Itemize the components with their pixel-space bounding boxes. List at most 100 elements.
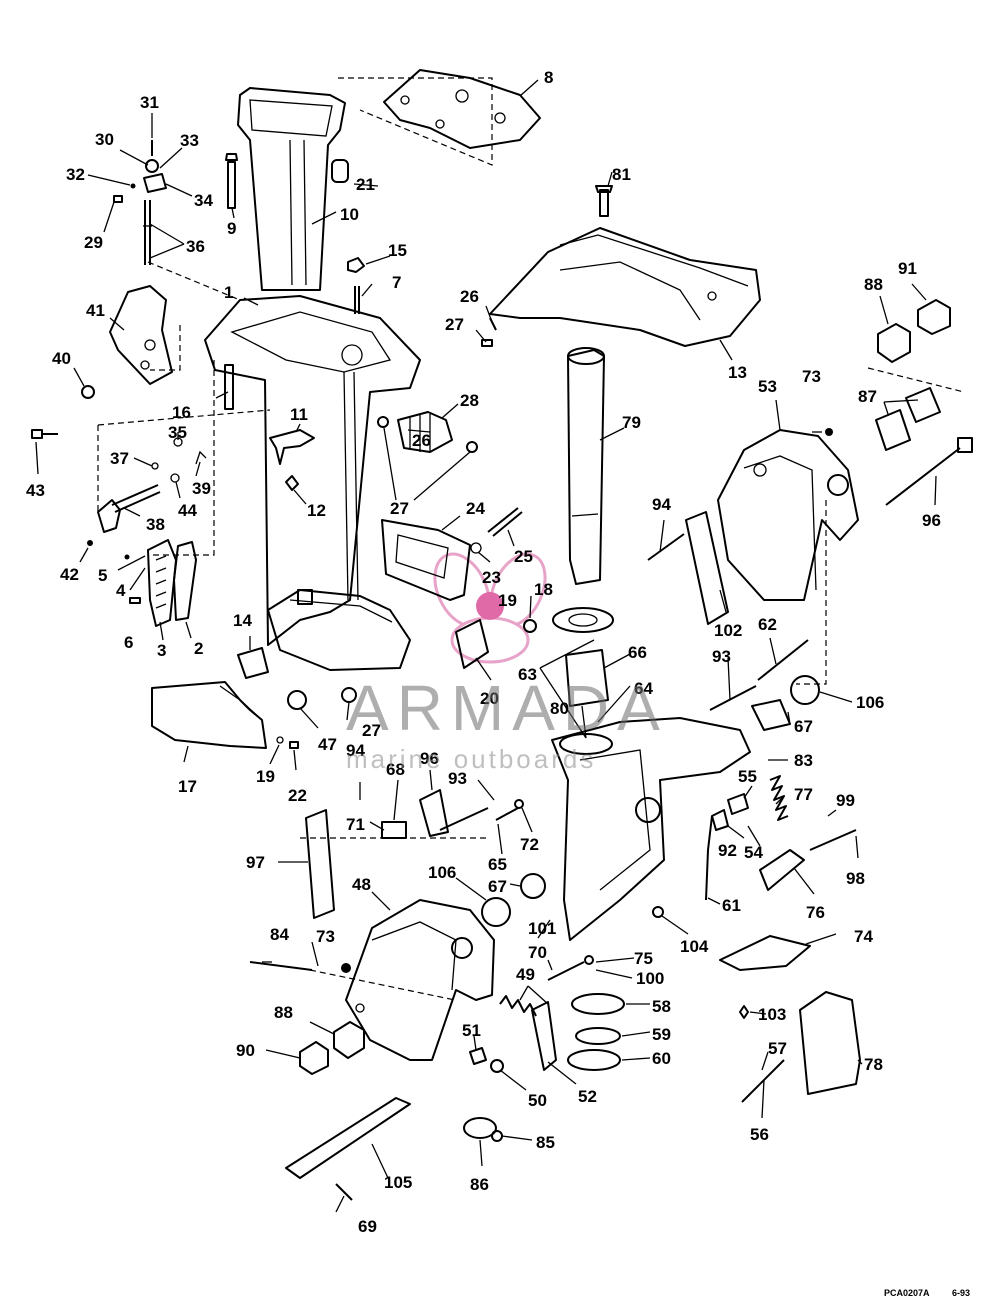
callout-label: 40 <box>52 349 71 368</box>
transom-bar <box>285 1097 411 1179</box>
leader-lines <box>35 79 937 1213</box>
callout-label: 91 <box>898 259 917 278</box>
exhaust-housing <box>204 295 421 646</box>
callout-label: 31 <box>140 93 159 112</box>
callout-label: 10 <box>340 205 359 224</box>
callout-label: 48 <box>352 875 371 894</box>
callout-label: 75 <box>634 949 653 968</box>
callout-label: 79 <box>622 413 641 432</box>
callout-label: 72 <box>520 835 539 854</box>
callout-labels: 1 2 3 4 5 6 7 8 9 10 11 12 13 14 15 16 1… <box>26 68 941 1236</box>
callout-label: 15 <box>388 241 407 260</box>
callout-label: 54 <box>744 843 763 862</box>
callout-label: 24 <box>466 499 485 518</box>
callout-label: 67 <box>488 877 507 896</box>
nut <box>333 1021 365 1059</box>
callout-label: 25 <box>514 547 533 566</box>
tilt-rod <box>885 437 973 506</box>
callout-label: 100 <box>636 969 664 988</box>
callout-label: 8 <box>544 68 553 87</box>
callout-label: 78 <box>864 1055 883 1074</box>
nut <box>341 963 351 973</box>
assembly-line <box>867 367 965 393</box>
plate <box>381 821 407 839</box>
callout-label: 93 <box>448 769 467 788</box>
callout-label: 19 <box>498 591 517 610</box>
retainer-bracket <box>799 991 861 1095</box>
callout-label: 16 <box>172 403 191 422</box>
assembly-line <box>97 409 271 426</box>
washer <box>790 675 820 705</box>
callout-label: 84 <box>270 925 289 944</box>
callout-label: 43 <box>26 481 45 500</box>
stern-bracket-lower <box>551 717 751 941</box>
grommet <box>287 690 307 710</box>
callout-label: 57 <box>768 1039 787 1058</box>
callout-label: 26 <box>460 287 479 306</box>
callout-label: 28 <box>460 391 479 410</box>
callout-label: 69 <box>358 1217 377 1236</box>
gasket-plate <box>383 69 541 149</box>
assembly-line <box>796 500 827 685</box>
lever <box>759 849 805 891</box>
shift-rod <box>87 437 207 546</box>
nut <box>825 428 833 436</box>
bolt <box>249 961 313 971</box>
callout-label: 7 <box>392 273 401 292</box>
callout-label: 96 <box>420 749 439 768</box>
callout-label: 27 <box>390 499 409 518</box>
washer <box>490 1059 504 1073</box>
callout-label: 63 <box>518 665 537 684</box>
nut <box>514 799 524 809</box>
callout-label: 104 <box>680 937 709 956</box>
callout-label: 76 <box>806 903 825 922</box>
mount-bracket <box>381 507 537 633</box>
lever-bracket <box>419 789 449 837</box>
callout-label: 88 <box>274 1003 293 1022</box>
callout-label: 58 <box>652 997 671 1016</box>
callout-label: 26 <box>412 431 431 450</box>
bushing-set <box>552 607 614 755</box>
assembly-line <box>150 360 215 556</box>
spring <box>499 995 537 1017</box>
assembly-line <box>338 77 493 166</box>
bumper <box>237 647 269 679</box>
ring <box>571 993 625 1015</box>
callout-label: 32 <box>66 165 85 184</box>
trim-tab <box>455 619 489 669</box>
callout-label: 92 <box>718 841 737 860</box>
callout-label: 34 <box>194 191 213 210</box>
bolt <box>495 807 519 821</box>
callout-label: 42 <box>60 565 79 584</box>
callout-label: 41 <box>86 301 105 320</box>
bushing <box>567 1049 621 1071</box>
link-bracket <box>647 511 729 625</box>
callout-label: 1 <box>224 283 233 302</box>
bolt <box>225 153 238 209</box>
callout-label: 87 <box>858 387 877 406</box>
callout-label: 14 <box>233 611 252 630</box>
callout-label: 11 <box>290 405 308 424</box>
callout-label: 56 <box>750 1125 769 1144</box>
callout-label: 61 <box>722 896 741 915</box>
callout-label: 59 <box>652 1025 671 1044</box>
callout-label: 67 <box>794 717 813 736</box>
callout-label: 81 <box>612 165 631 184</box>
callout-label: 39 <box>192 479 211 498</box>
callout-label: 9 <box>227 219 236 238</box>
callout-label: 22 <box>288 786 307 805</box>
callout-label: 65 <box>488 855 507 874</box>
callout-label: 4 <box>116 581 126 600</box>
screw <box>31 429 58 439</box>
callout-label: 30 <box>95 130 114 149</box>
small-hardware-cluster <box>113 140 167 265</box>
callout-label: 68 <box>386 760 405 779</box>
callout-label: 50 <box>528 1091 547 1110</box>
nut <box>584 955 594 965</box>
lock-rod <box>705 815 713 901</box>
callout-label: 19 <box>256 767 275 786</box>
callout-label: 106 <box>856 693 884 712</box>
screw <box>289 741 299 749</box>
washer <box>276 736 284 744</box>
